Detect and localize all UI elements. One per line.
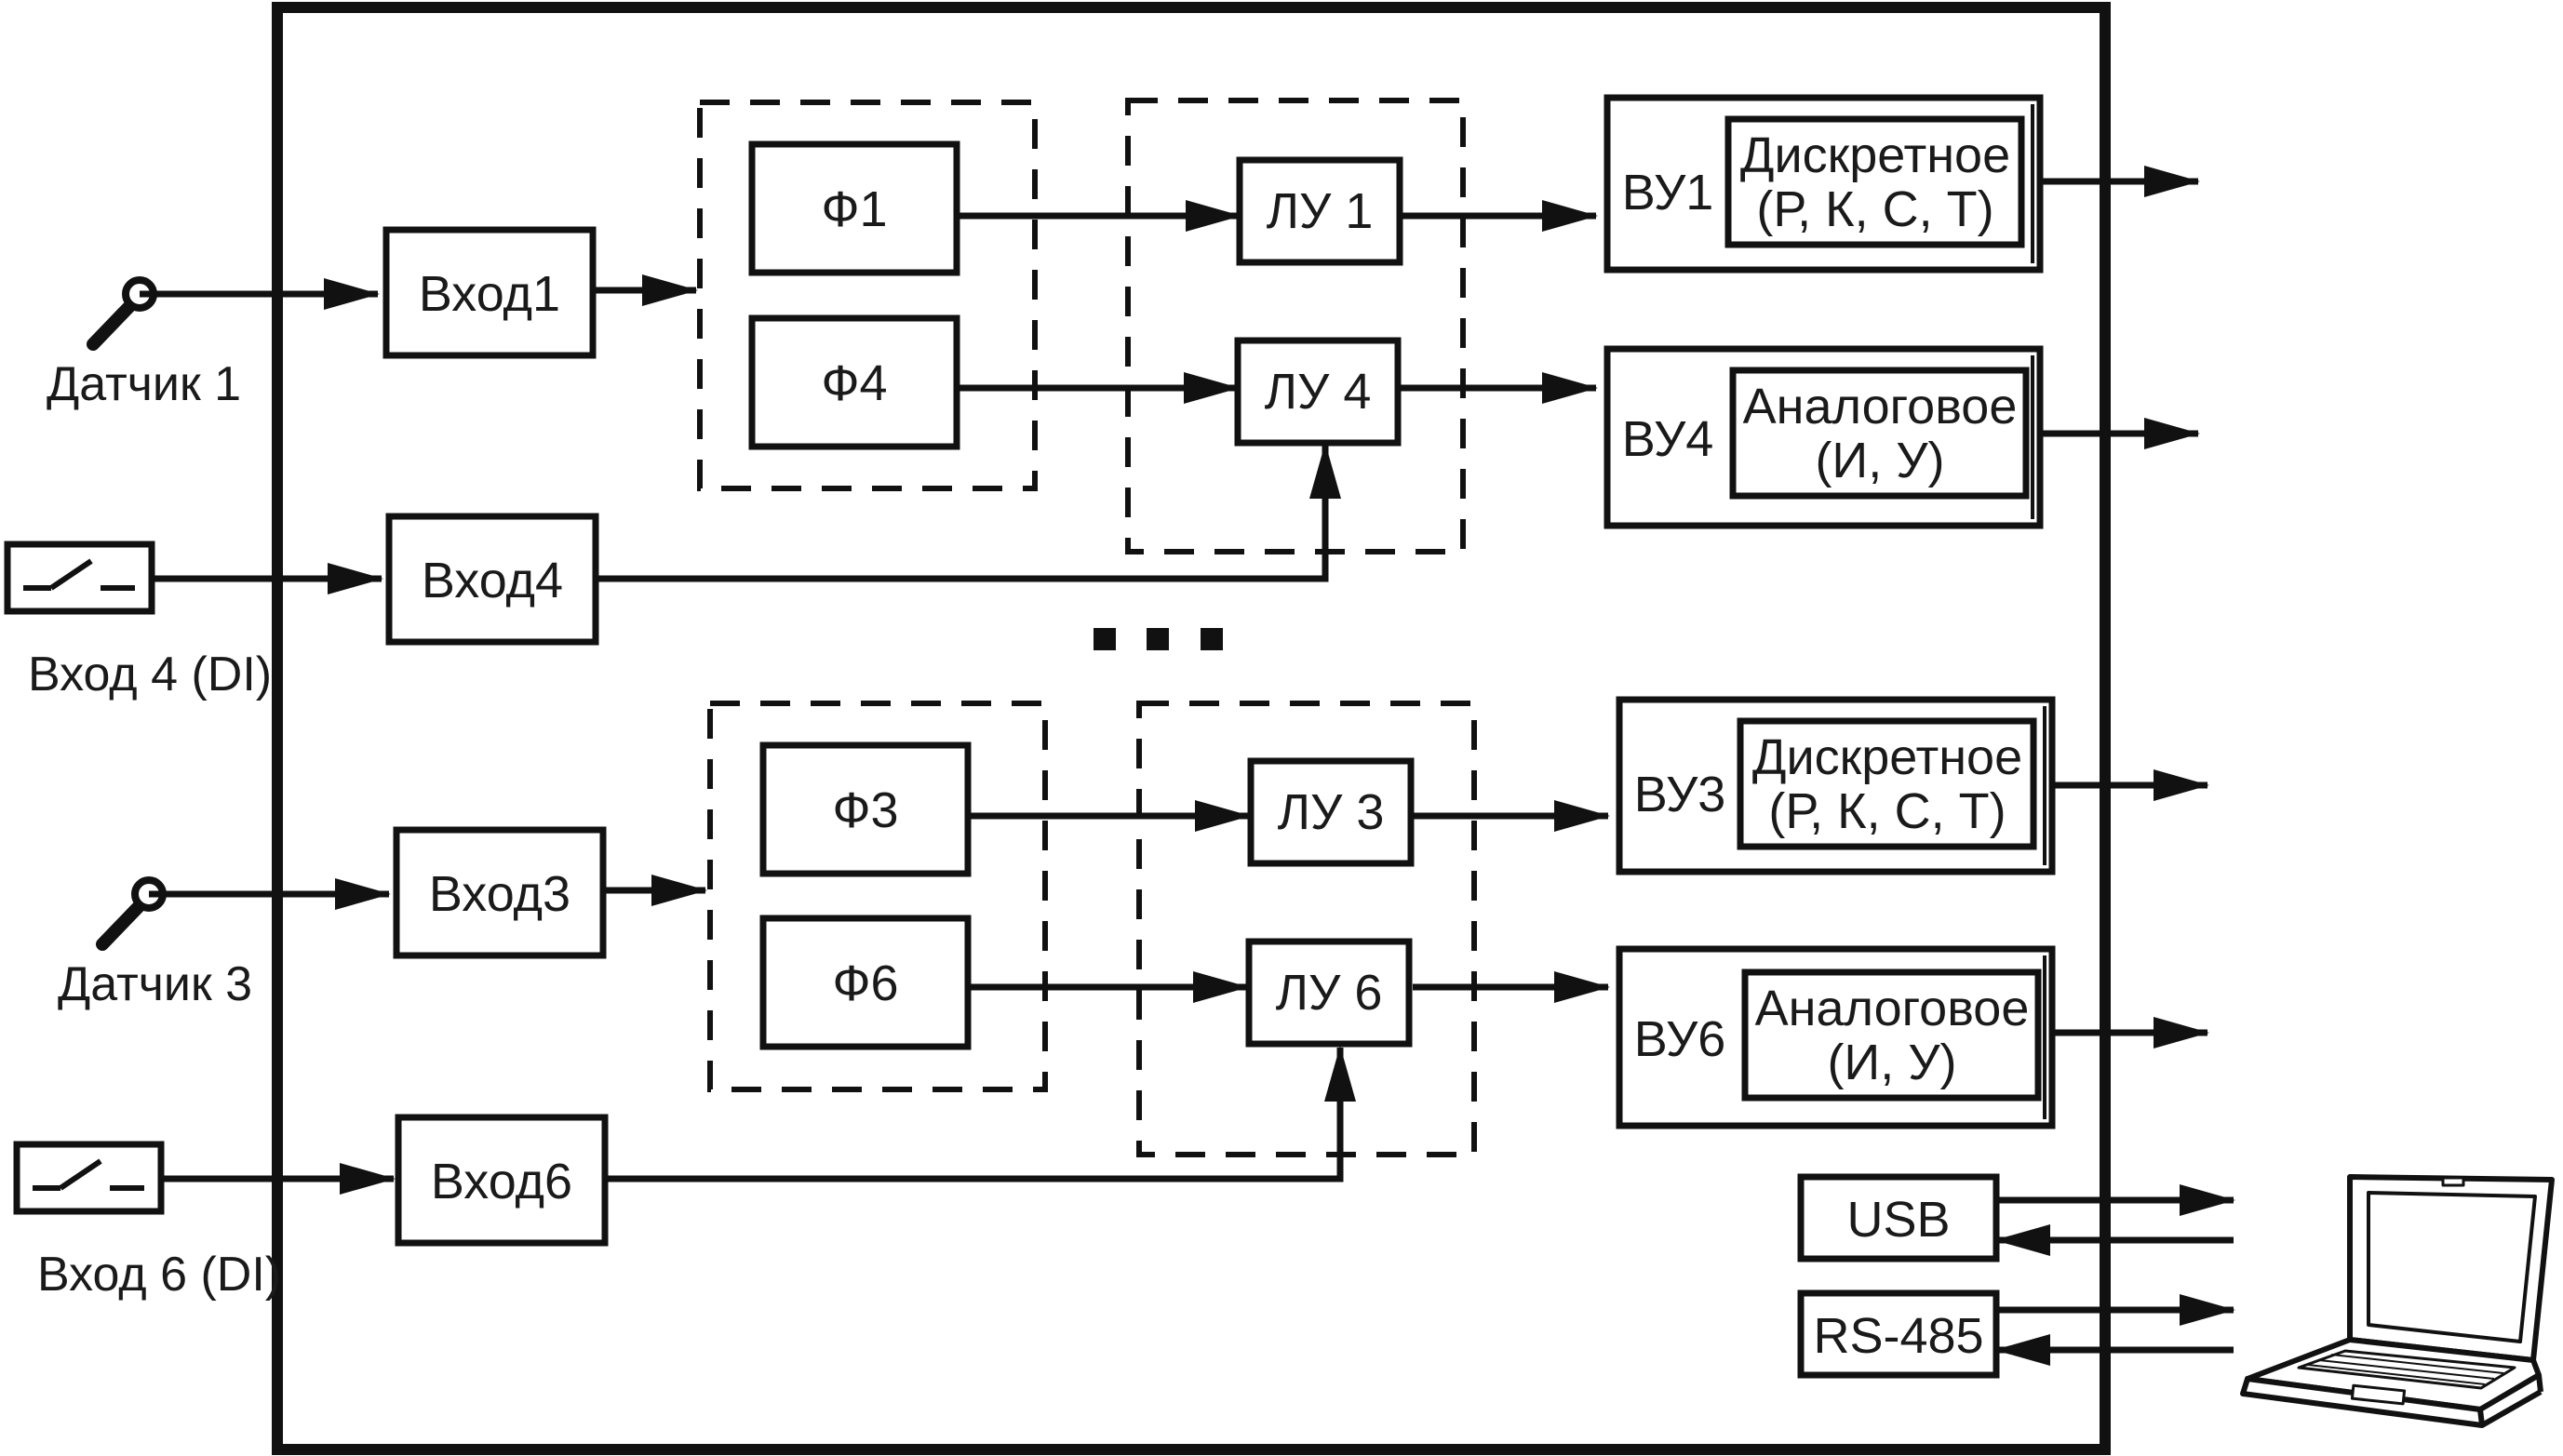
filter-block-1: Ф1 [748, 140, 960, 276]
output-device-6: ВУ6 Аналоговое (И, У) [1616, 945, 2056, 1129]
discrete-input-6-switch-icon [13, 1141, 165, 1215]
svg-text:Ф6: Ф6 [832, 955, 898, 1011]
more-channels-ellipsis [1094, 628, 1223, 650]
svg-text:Вход3: Вход3 [429, 866, 570, 922]
signal-wires [140, 166, 2235, 1366]
svg-text:Вход6: Вход6 [431, 1154, 572, 1209]
svg-text:(И, У): (И, У) [1827, 1035, 1956, 1090]
rs485-interface-block: RS-485 [1797, 1289, 2000, 1379]
svg-text:Дискретное: Дискретное [1752, 729, 2022, 785]
svg-text:Ф3: Ф3 [832, 782, 898, 838]
svg-text:Аналоговое: Аналоговое [1743, 379, 2018, 434]
usb-interface-block: USB [1797, 1173, 2000, 1262]
svg-text:Вход1: Вход1 [419, 266, 560, 322]
discrete-input-6-label: Вход 6 (DI) [37, 1248, 281, 1302]
svg-text:ЛУ 6: ЛУ 6 [1276, 965, 1383, 1021]
sensor-1-label: Датчик 1 [47, 357, 241, 411]
sensor-3-label: Датчик 3 [58, 957, 252, 1011]
filter-group-frame-top [697, 100, 1038, 491]
input-block-3: Вход3 [393, 826, 607, 959]
svg-text:Дискретное: Дискретное [1740, 127, 2010, 183]
svg-text:Вход4: Вход4 [422, 553, 563, 608]
filter-block-3: Ф3 [759, 741, 972, 877]
svg-text:ВУ4: ВУ4 [1622, 411, 1714, 467]
svg-text:Ф4: Ф4 [821, 355, 887, 411]
logic-unit-4: ЛУ 4 [1234, 337, 1402, 447]
filter-block-4: Ф4 [748, 314, 960, 450]
logic-group-frame-top [1125, 98, 1466, 554]
filter-block-6: Ф6 [759, 915, 972, 1050]
discrete-input-4-switch-icon [4, 541, 155, 615]
svg-text:ЛУ 1: ЛУ 1 [1267, 183, 1374, 239]
logic-group-frame-bottom [1136, 701, 1477, 1157]
input-block-6: Вход6 [395, 1114, 609, 1247]
logic-unit-1: ЛУ 1 [1236, 156, 1403, 266]
filter-group-frame-bottom [707, 701, 1048, 1092]
sensor-1-probe-icon [87, 276, 157, 351]
output-device-3: ВУ3 Дискретное (Р, К, С, Т) [1616, 696, 2056, 875]
svg-text:Аналоговое: Аналоговое [1755, 981, 2030, 1036]
logic-unit-3: ЛУ 3 [1247, 757, 1415, 867]
laptop-icon [2240, 1174, 2555, 1428]
svg-text:(Р, К, С, Т): (Р, К, С, Т) [1768, 783, 2006, 839]
svg-text:ВУ1: ВУ1 [1622, 165, 1714, 220]
svg-text:USB: USB [1846, 1192, 1950, 1248]
svg-text:Ф1: Ф1 [821, 181, 887, 237]
svg-text:ВУ6: ВУ6 [1634, 1011, 1726, 1067]
input-block-4: Вход4 [385, 513, 599, 646]
sensor-3-probe-icon [96, 876, 167, 951]
input-block-1: Вход1 [382, 226, 597, 359]
svg-text:ЛУ 4: ЛУ 4 [1265, 364, 1372, 420]
svg-text:(И, У): (И, У) [1815, 433, 1944, 488]
svg-text:ВУ3: ВУ3 [1634, 767, 1726, 822]
svg-text:(Р, К, С, Т): (Р, К, С, Т) [1756, 181, 1993, 237]
svg-text:ЛУ 3: ЛУ 3 [1278, 784, 1385, 840]
svg-text:RS-485: RS-485 [1813, 1308, 1983, 1364]
output-device-4: ВУ4 Аналоговое (И, У) [1604, 345, 2044, 529]
device-enclosure [272, 2, 2111, 1455]
logic-unit-6: ЛУ 6 [1245, 938, 1413, 1048]
discrete-input-4-label: Вход 4 (DI) [28, 648, 272, 701]
output-device-1: ВУ1 Дискретное (Р, К, С, Т) [1604, 94, 2044, 274]
